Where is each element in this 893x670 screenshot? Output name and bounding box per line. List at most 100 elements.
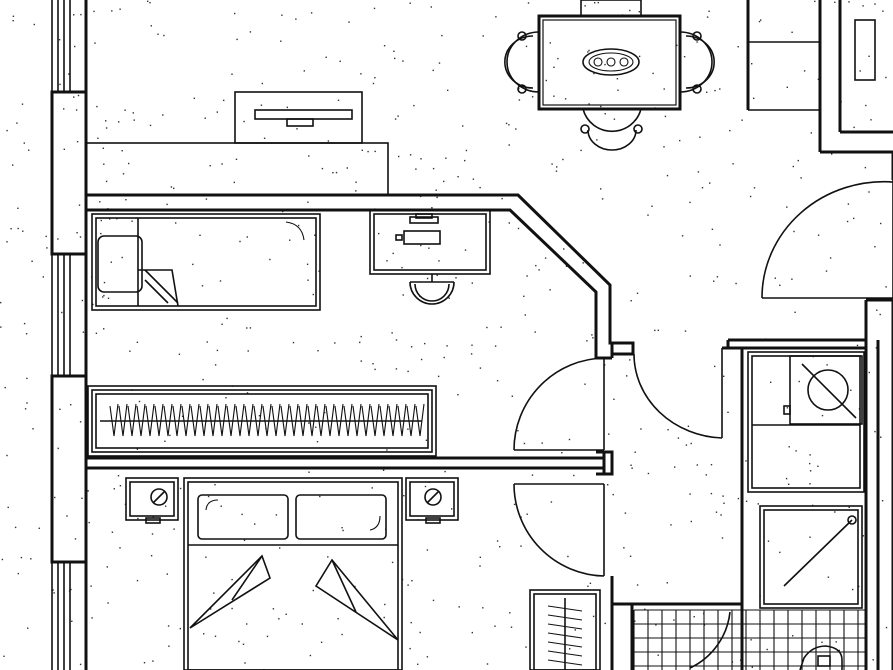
speckle-dot	[737, 46, 739, 48]
nightstand-icon	[125, 477, 179, 524]
speckle-dot	[136, 579, 139, 582]
speckle-dot	[334, 342, 336, 344]
speckle-dot	[432, 167, 435, 170]
speckle-dot	[510, 626, 513, 628]
speckle-dot	[523, 442, 526, 445]
speckle-dot	[624, 512, 627, 514]
speckle-dot	[508, 124, 510, 126]
speckle-dot	[829, 257, 832, 259]
speckle-dot	[827, 576, 830, 578]
speckle-dot	[391, 561, 394, 564]
speckle-dot	[70, 588, 72, 591]
speckle-dot	[7, 506, 9, 509]
speckle-dot	[677, 437, 680, 439]
speckle-dot	[28, 149, 30, 151]
speckle-dot	[683, 56, 686, 58]
speckle-dot	[457, 176, 459, 178]
speckle-dot	[76, 232, 78, 234]
speckle-dot	[749, 195, 752, 198]
speckle-dot	[0, 301, 2, 304]
speckle-dot	[874, 3, 876, 5]
speckle-dot	[557, 57, 559, 60]
speckle-dot	[129, 350, 131, 352]
speckle-dot	[651, 205, 653, 207]
speckle-dot	[74, 45, 76, 48]
speckle-dot	[24, 408, 27, 410]
speckle-dot	[604, 622, 606, 625]
speckle-dot	[179, 487, 182, 490]
hangers	[109, 403, 425, 437]
speckle-dot	[723, 375, 725, 377]
speckle-dot	[495, 16, 497, 18]
speckle-dot	[205, 556, 207, 558]
speckle-dot	[608, 433, 610, 435]
speckle-dot	[243, 539, 246, 541]
speckle-dot	[247, 350, 249, 352]
speckle-dot	[666, 174, 669, 177]
speckle-dot	[690, 520, 692, 523]
speckle-dot	[233, 181, 235, 184]
speckle-dot	[531, 474, 534, 476]
speckle-dot	[826, 364, 828, 366]
speckle-dot	[616, 78, 619, 80]
speckle-dot	[574, 629, 576, 631]
speckle-dot	[499, 546, 501, 548]
speckle-dot	[834, 511, 836, 513]
speckle-dot	[166, 203, 168, 206]
speckle-dot	[312, 589, 314, 592]
speckle-dot	[810, 132, 812, 134]
speckle-dot	[462, 125, 464, 127]
speckle-dot	[479, 565, 481, 567]
speckle-dot	[88, 521, 90, 524]
speckle-dot	[214, 484, 216, 486]
speckle-dot	[696, 464, 698, 466]
speckle-dot	[372, 363, 374, 365]
speckle-dot	[71, 620, 73, 622]
speckle-dot	[105, 180, 108, 183]
speckle-dot	[788, 483, 790, 485]
speckle-dot	[729, 129, 731, 132]
speckle-dot	[207, 495, 210, 498]
speckle-dot	[308, 155, 310, 157]
speckle-dot	[66, 515, 68, 517]
speckle-dot	[534, 331, 536, 333]
speckle-dot	[880, 436, 882, 438]
speckle-dot	[885, 286, 887, 288]
speckle-dot	[150, 555, 153, 557]
speckle-dot	[719, 88, 721, 90]
speckle-dot	[430, 6, 432, 8]
speckle-dot	[684, 330, 687, 332]
speckle-dot	[296, 128, 298, 130]
speckle-dot	[623, 547, 625, 549]
speckle-dot	[562, 158, 564, 161]
toilet-icon	[799, 645, 843, 670]
speckle-dot	[545, 79, 547, 82]
speckle-dot	[549, 289, 551, 291]
speckle-dot	[244, 662, 246, 664]
speckle-dot	[12, 164, 14, 166]
speckle-dot	[879, 313, 881, 316]
speckle-dot	[779, 284, 781, 286]
speckle-dot	[520, 516, 522, 518]
speckle-dot	[846, 220, 849, 223]
speckle-dot	[613, 118, 616, 120]
speckle-dot	[392, 252, 394, 255]
speckle-dot	[209, 165, 211, 167]
speckle-dot	[32, 428, 34, 430]
speckle-dot	[589, 582, 592, 584]
speckle-dot	[409, 2, 411, 4]
speckle-dot	[640, 428, 642, 430]
speckle-dot	[111, 531, 114, 533]
speckle-dot	[685, 444, 688, 446]
speckle-dot	[696, 41, 698, 43]
speckle-dot	[246, 327, 248, 329]
speckle-dot	[654, 329, 656, 332]
speckle-dot	[339, 60, 341, 62]
speckle-dot	[337, 99, 340, 101]
speckle-dot	[786, 407, 789, 409]
speckle-dot	[464, 249, 467, 251]
speckle-dot	[410, 621, 412, 624]
hangers	[547, 605, 583, 666]
speckle-dot	[438, 260, 440, 262]
